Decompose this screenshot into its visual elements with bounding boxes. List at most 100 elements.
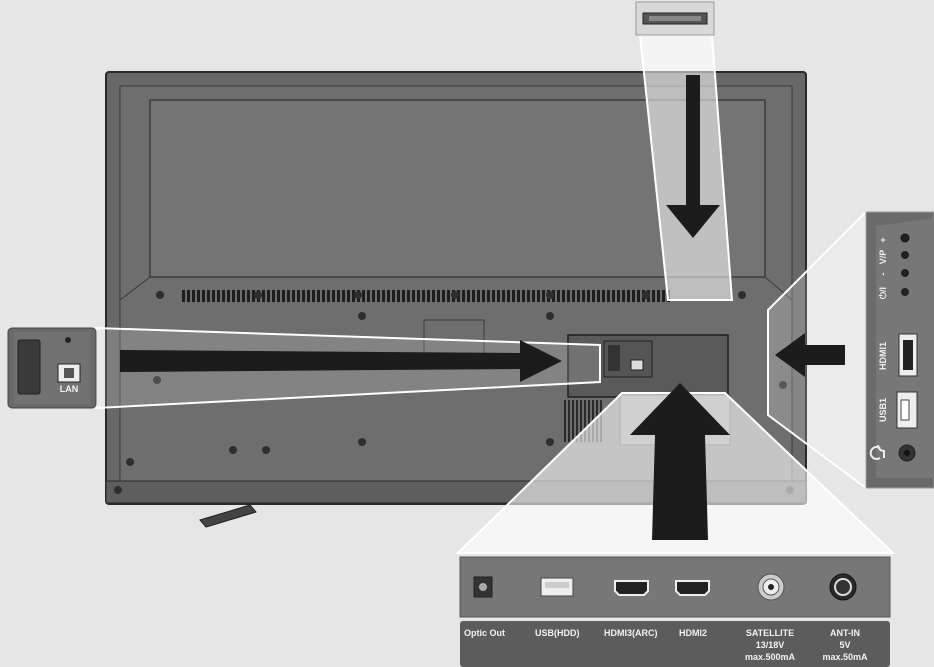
hdmi2-label: HDMI2 xyxy=(679,628,707,638)
program-button[interactable] xyxy=(901,251,909,259)
vent-slot xyxy=(262,290,265,302)
vent-slot xyxy=(612,290,615,302)
bottom-connector-panel: Optic Out USB(HDD) HDMI3(ARC) HDMI2 SATE… xyxy=(459,556,891,667)
vent-slot xyxy=(467,290,470,302)
vent-slot xyxy=(297,290,300,302)
usb-hdd-label: USB(HDD) xyxy=(535,628,580,638)
vent-slot xyxy=(432,290,435,302)
volume-minus-button[interactable] xyxy=(901,269,909,277)
vent-slot xyxy=(367,290,370,302)
vent-slot xyxy=(657,290,660,302)
vent-slot xyxy=(587,290,590,302)
satellite-current: max.500mA xyxy=(745,652,796,662)
vent-slot xyxy=(632,290,635,302)
vent-slot xyxy=(287,290,290,302)
vent-slot xyxy=(502,290,505,302)
vent-slot xyxy=(652,290,655,302)
vent-slot xyxy=(442,290,445,302)
vent-slot xyxy=(202,290,205,302)
vent-slot xyxy=(572,400,574,442)
hdmi1-label: HDMI1 xyxy=(878,342,888,370)
screw xyxy=(546,291,554,299)
vent-slot xyxy=(242,290,245,302)
vent-slot xyxy=(542,290,545,302)
ant-in-current: max.50mA xyxy=(822,652,868,662)
screw xyxy=(114,486,122,494)
vent-slot xyxy=(412,290,415,302)
vent-slot xyxy=(522,290,525,302)
vent-slot xyxy=(372,290,375,302)
vent-slot xyxy=(427,290,430,302)
vent-slot xyxy=(187,290,190,302)
headphone-icon xyxy=(877,444,885,458)
vent-slot xyxy=(277,290,280,302)
vent-slot xyxy=(568,400,570,442)
vent-slot xyxy=(564,400,566,442)
hdmi3-label: HDMI3(ARC) xyxy=(604,628,658,638)
vent-slot xyxy=(567,290,570,302)
usb1-label: USB1 xyxy=(878,398,888,422)
power-button[interactable] xyxy=(901,288,909,296)
screw xyxy=(358,438,366,446)
vent-slot xyxy=(197,290,200,302)
vent-slot xyxy=(332,290,335,302)
vent-slot xyxy=(627,290,630,302)
vent-slot xyxy=(252,290,255,302)
vent-slot xyxy=(217,290,220,302)
vent-slot xyxy=(292,290,295,302)
vent-slot xyxy=(437,290,440,302)
vent-slot xyxy=(392,290,395,302)
vent-slot xyxy=(557,290,560,302)
vent-slot xyxy=(492,290,495,302)
vent-slot xyxy=(247,290,250,302)
screw xyxy=(126,458,134,466)
vent-slot xyxy=(387,290,390,302)
screw xyxy=(156,291,164,299)
vent-slot xyxy=(282,290,285,302)
arrow-right-icon xyxy=(120,340,562,382)
vent-slot xyxy=(402,290,405,302)
vent-slot xyxy=(617,290,620,302)
vent-slot xyxy=(227,290,230,302)
vent-slot xyxy=(237,290,240,302)
vent-slot xyxy=(192,290,195,302)
vent-slot xyxy=(597,290,600,302)
vent-slot xyxy=(182,290,185,302)
lan-label: LAN xyxy=(60,384,79,394)
screw xyxy=(779,381,787,389)
scart-port[interactable] xyxy=(17,339,41,395)
screw xyxy=(358,312,366,320)
vent-slot xyxy=(537,290,540,302)
ant-in-voltage: 5V xyxy=(839,640,850,650)
vent-slot xyxy=(317,290,320,302)
hdmi2-port-icon[interactable] xyxy=(675,580,710,596)
vent-slot xyxy=(517,290,520,302)
vent-slot xyxy=(232,290,235,302)
common-interface-slot xyxy=(635,1,715,36)
vent-slot xyxy=(487,290,490,302)
vent-slot xyxy=(532,290,535,302)
vent-slot xyxy=(212,290,215,302)
arrow-left-icon xyxy=(775,333,845,377)
vent-slot xyxy=(267,290,270,302)
vent-slot xyxy=(607,290,610,302)
screw xyxy=(642,291,650,299)
vent-slot xyxy=(362,290,365,302)
hdmi3-port-icon[interactable] xyxy=(614,580,649,596)
satellite-voltage: 13/18V xyxy=(756,640,785,650)
vent-slot xyxy=(602,290,605,302)
vent-slot xyxy=(417,290,420,302)
left-connector-panel: LAN xyxy=(7,327,97,409)
volume-plus-button[interactable] xyxy=(900,233,910,243)
vent-slot xyxy=(572,290,575,302)
arrow-up-icon xyxy=(630,383,730,540)
vent-slot xyxy=(327,290,330,302)
satellite-label: SATELLITE xyxy=(746,628,794,638)
vent-slot xyxy=(576,400,578,442)
vent-slot xyxy=(312,290,315,302)
vent-slot xyxy=(377,290,380,302)
vent-slot xyxy=(342,290,345,302)
vent-slot xyxy=(397,290,400,302)
screw xyxy=(262,446,270,454)
vent-slot xyxy=(477,290,480,302)
